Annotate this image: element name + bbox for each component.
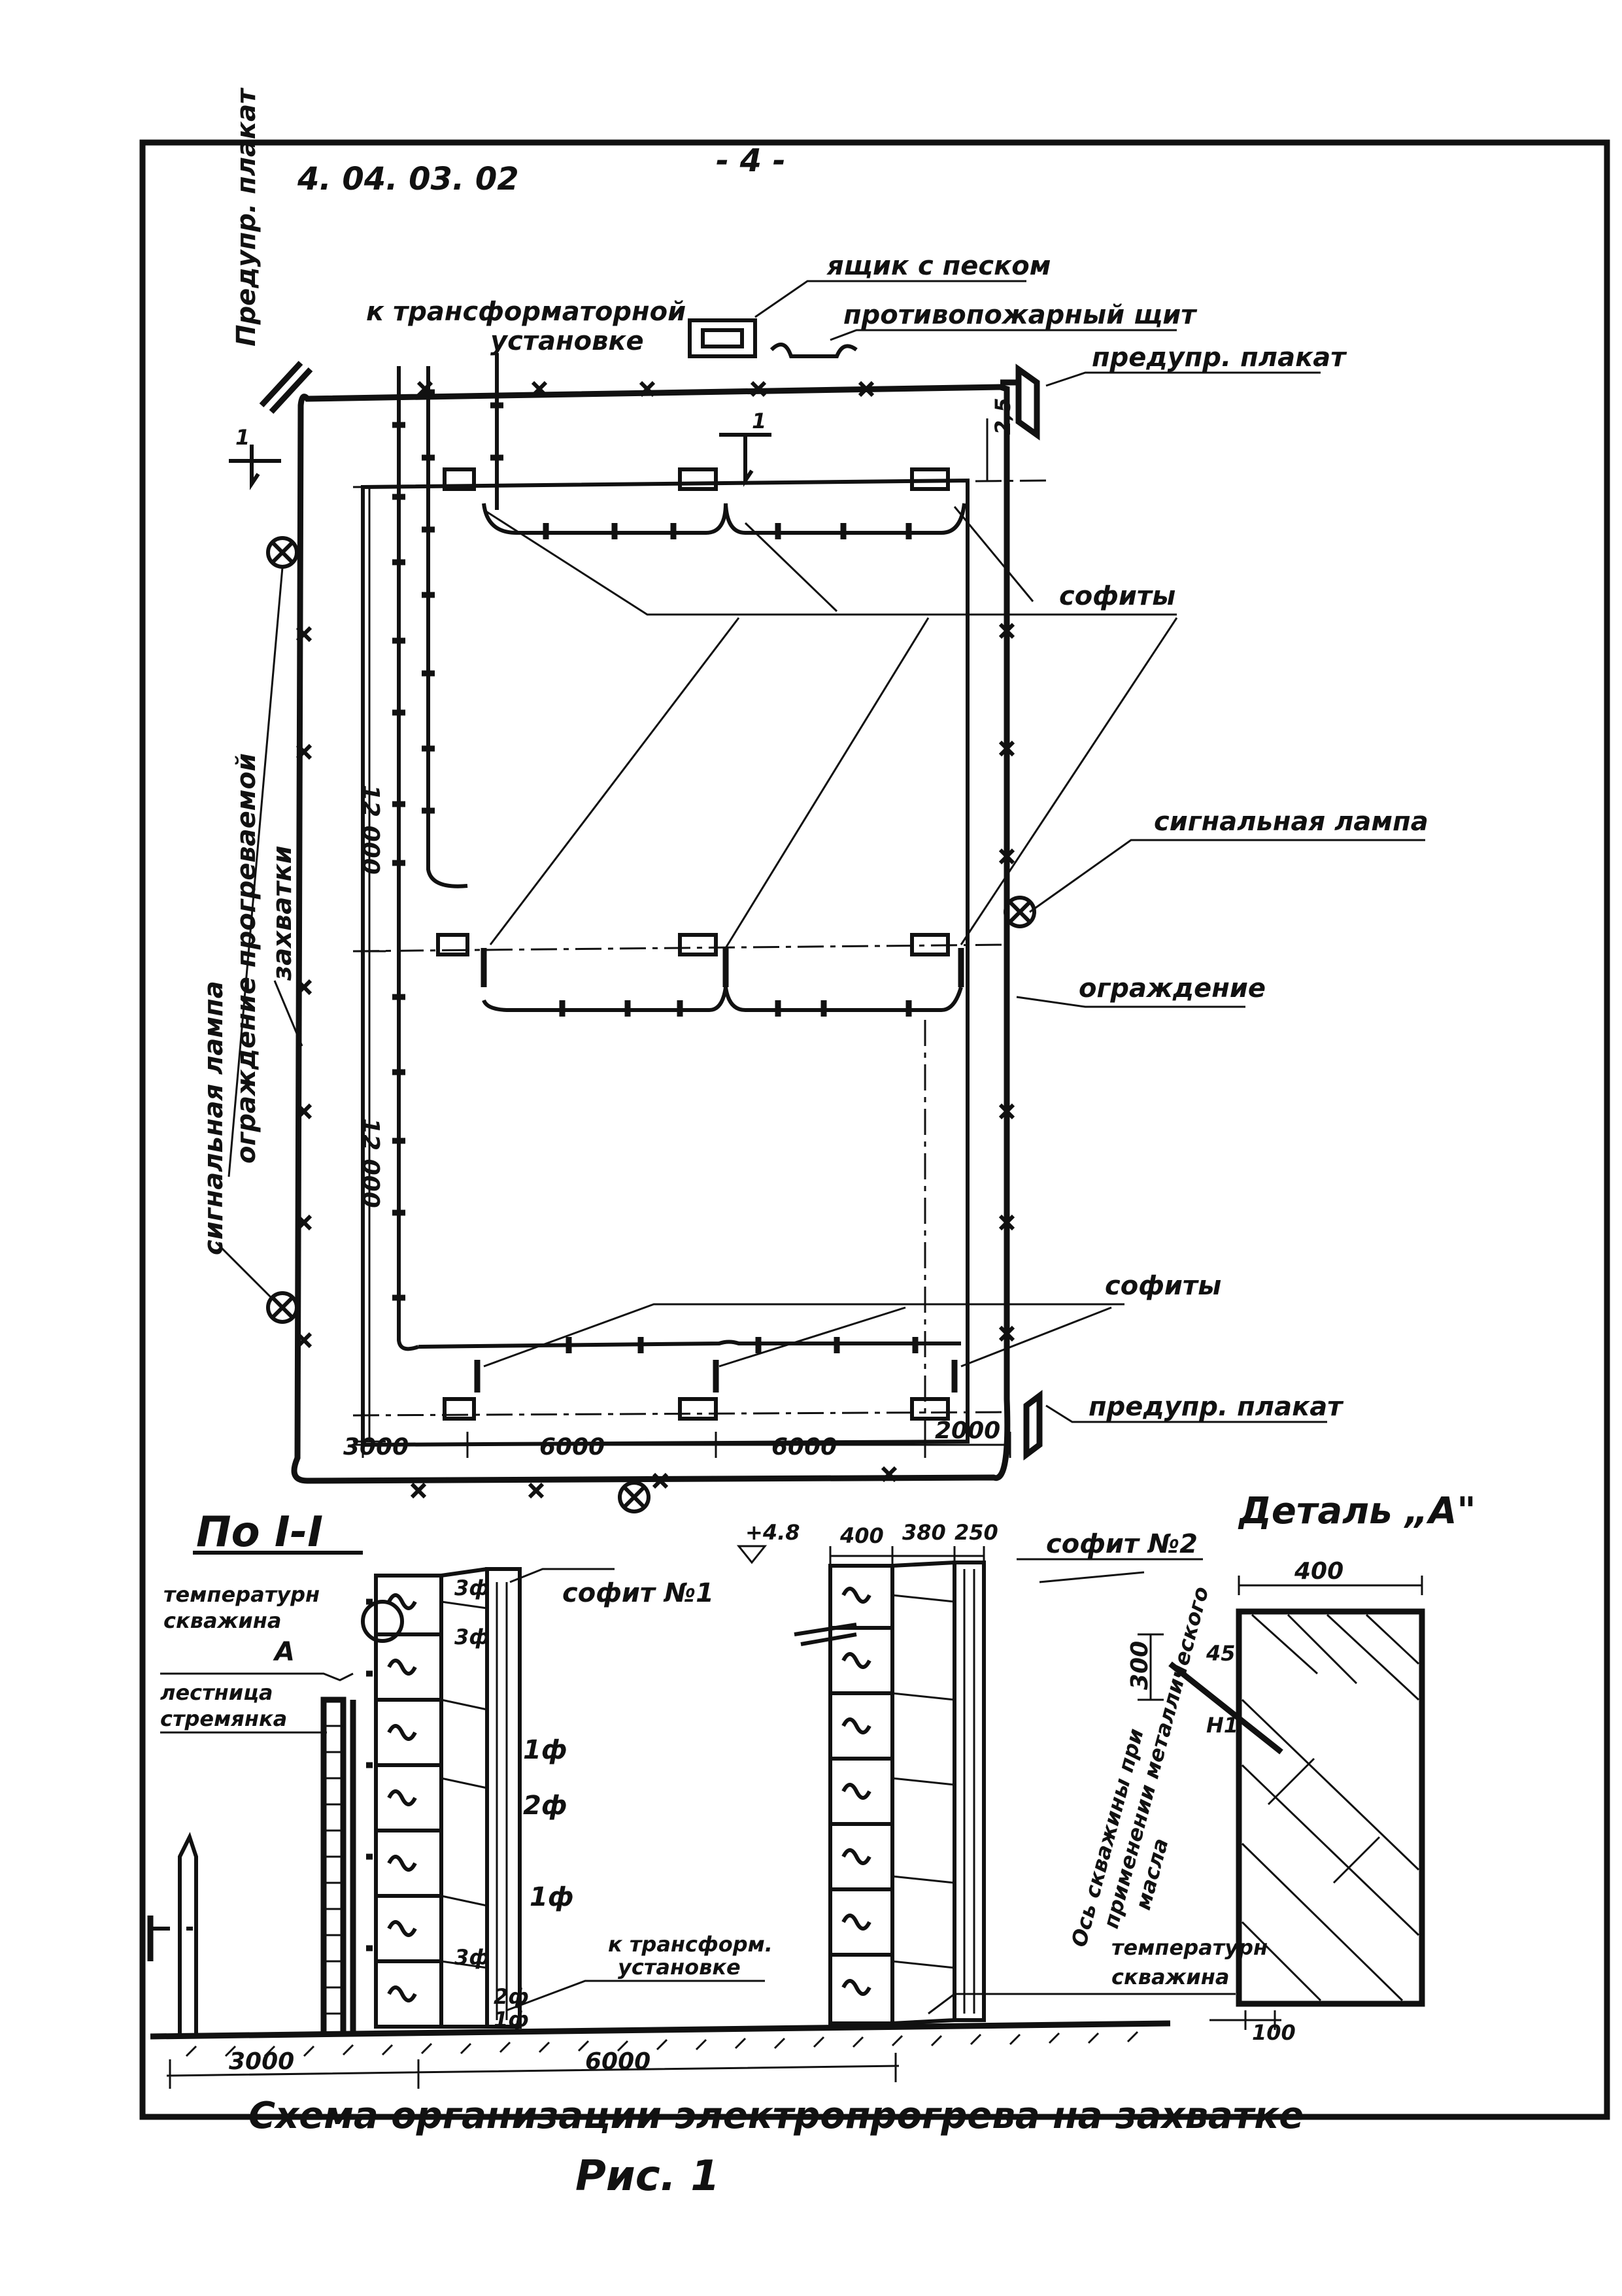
- label-soffit-2: софит №2: [1046, 1529, 1198, 1559]
- label-soffits-top: софиты: [1059, 581, 1175, 611]
- label-to-transformer: к трансформаторной установке: [366, 297, 695, 356]
- label-signal-lamp-left: сигнальная лампа: [199, 981, 229, 1255]
- sheet-frame: [139, 139, 1610, 2120]
- ladder: [320, 1697, 356, 2033]
- figure-caption: Рис. 1: [575, 2152, 720, 2201]
- cable-risers: [392, 353, 503, 1351]
- fence-outline: [291, 384, 1011, 1484]
- label-fence-right: ограждение: [1079, 973, 1266, 1004]
- dim-vertical-lower: 12 000: [357, 1118, 384, 1208]
- soffit-row-top: [443, 467, 966, 539]
- axis-top: [352, 479, 1047, 488]
- label-ladder: лестница стремянка: [160, 1680, 287, 1731]
- label-temp-well-right: температурн скважина: [1111, 1935, 1275, 1989]
- soffit-stack-2: [794, 1561, 986, 2025]
- base-dim-2: 6000: [585, 2048, 650, 2075]
- label-soffits-bottom: софиты: [1105, 1271, 1221, 1301]
- label-warn-poster-left: Предупр. плакат: [231, 87, 262, 346]
- detail-well-line: [1168, 1661, 1283, 1755]
- fire-board-symbol: [769, 343, 858, 358]
- label-fence-heated-left: ограждение прогреваемой захватки: [231, 744, 297, 1164]
- dim-bottom-4: 2000: [935, 1417, 1000, 1444]
- section-title: По I-I: [196, 1508, 323, 1557]
- label-well-axis-note: Ось скважины при применении металлическо…: [1066, 1570, 1241, 1963]
- section-arrows: [229, 433, 771, 490]
- plan-view: [214, 280, 1425, 1513]
- dim-bottom-1: 3000: [343, 1434, 409, 1460]
- dim-bottom-2: 6000: [539, 1434, 605, 1460]
- phase-1f-b: 1ф: [530, 1882, 574, 1912]
- label-sand-box: ящик с песком: [826, 251, 1051, 281]
- dim-380: 380: [902, 1520, 946, 1545]
- phase-3f-a: 3ф: [454, 1576, 490, 1600]
- soffit-stack-1: [366, 1567, 522, 2029]
- phase-2f-a: 2ф: [523, 1791, 567, 1821]
- soffit-row-middle: [436, 933, 964, 1017]
- detail-width: 400: [1294, 1558, 1343, 1585]
- dim-vertical-upper: 12 000: [357, 785, 384, 875]
- detail-a: [1138, 1576, 1425, 2030]
- section-mark-left: 1: [235, 425, 250, 450]
- fence-markers: [296, 380, 1015, 1499]
- detail-mark: H1: [1206, 1713, 1238, 1738]
- leader-lines: [214, 371, 1425, 1423]
- section-view: [147, 1545, 1236, 2089]
- dim-400: 400: [839, 1523, 884, 1548]
- signal-lamp-icon: [266, 536, 1036, 1513]
- label-fire-board: противопожарный щит: [843, 300, 1198, 330]
- dimension-lines: [353, 418, 1011, 1458]
- scheme-caption: Схема организации электропрогрева на зах…: [248, 2095, 1304, 2137]
- phase-1f-c: 1ф: [494, 2007, 529, 2032]
- heated-zone-outline: [361, 478, 970, 1447]
- detail-depth: 300: [1126, 1641, 1153, 1690]
- detail-offset: 100: [1252, 2020, 1296, 2045]
- base-dim-1: 3000: [229, 2048, 294, 2075]
- label-warn-poster-top: предупр. плакат: [1092, 343, 1347, 373]
- dim-side-small: 2,5: [990, 397, 1015, 435]
- label-signal-lamp-right: сигнальная лампа: [1154, 807, 1428, 837]
- section-mark-top: 1: [752, 409, 766, 433]
- label-temp-well-left: температурн скважина: [163, 1582, 327, 1633]
- phase-2f-b: 2ф: [494, 1984, 529, 2009]
- ground-line: [150, 2020, 1171, 2040]
- dim-250: 250: [955, 1520, 998, 1545]
- detail-callout: [361, 1600, 404, 1643]
- doc-code: 4. 04. 03. 02: [297, 161, 519, 197]
- detail-concrete-block: [1236, 1608, 1425, 2007]
- section-dims: [160, 1545, 1236, 2089]
- soffit-row-bottom: [418, 1337, 961, 1421]
- concrete-hatch: [1241, 1613, 1420, 2002]
- phase-1f-a: 1ф: [523, 1735, 567, 1765]
- phase-3f-b: 3ф: [454, 1625, 490, 1649]
- sand-box-symbol: [688, 318, 757, 358]
- dim-bottom-3: 6000: [771, 1434, 837, 1460]
- detail-title: Деталь „А": [1238, 1490, 1476, 1532]
- label-detail-mark: A: [273, 1637, 295, 1667]
- fence-post: [147, 1832, 198, 2033]
- detail-angle: 45: [1206, 1641, 1236, 1666]
- page-number: - 4 -: [716, 143, 786, 179]
- label-level: +4.8: [745, 1520, 800, 1545]
- label-to-transformer-section: к трансформ. установке: [608, 1932, 780, 1980]
- label-warn-poster-bottom: предупр. плакат: [1089, 1392, 1344, 1422]
- phase-3f-c: 3ф: [454, 1945, 490, 1970]
- label-soffit-1: софит №1: [562, 1578, 714, 1608]
- warning-poster-icon: [259, 360, 1043, 1460]
